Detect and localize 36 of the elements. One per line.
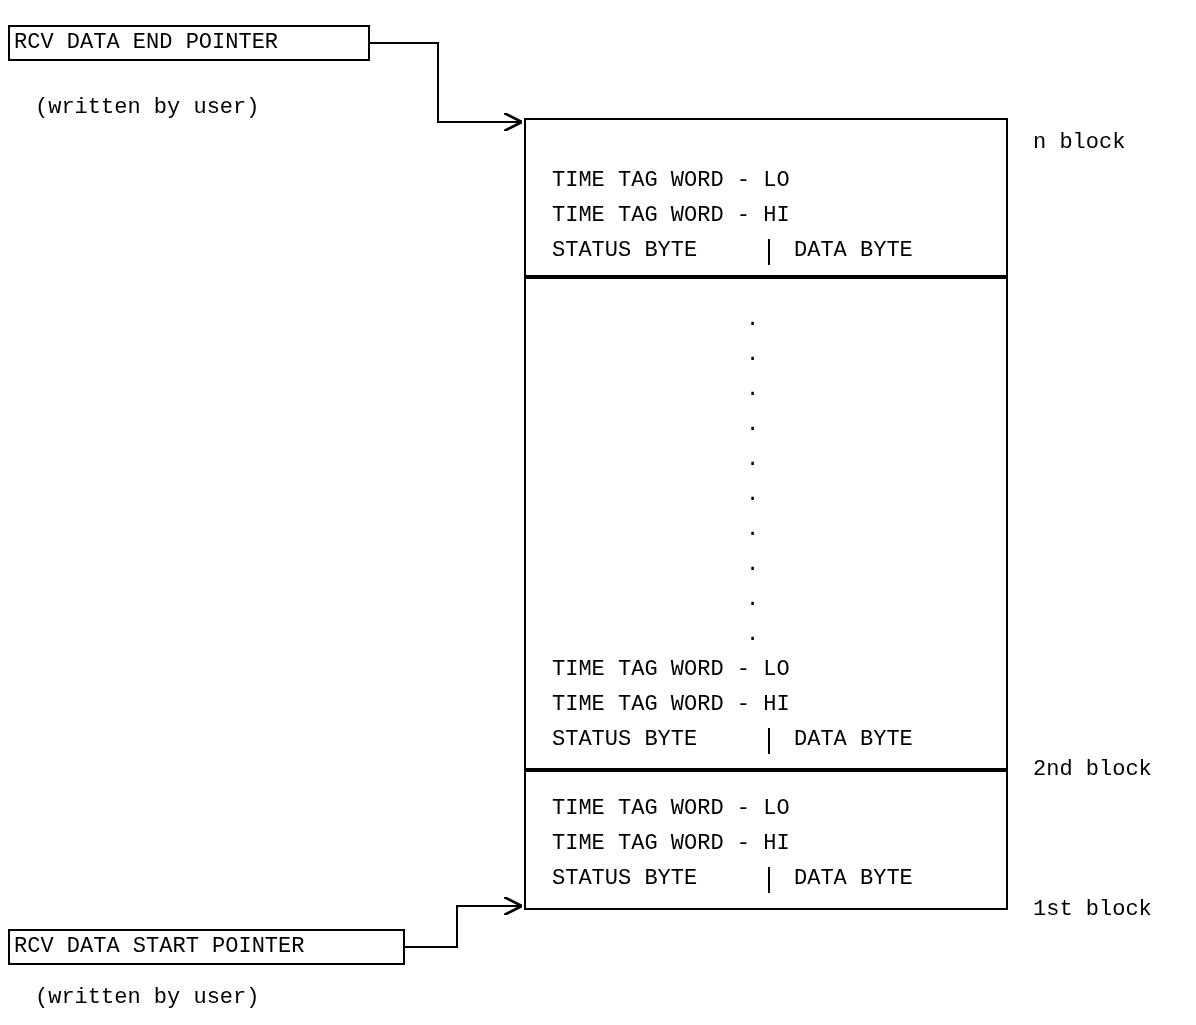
- ellipsis-dot: .: [746, 342, 760, 368]
- field-label: DATA BYTE: [794, 727, 913, 753]
- field-label: TIME TAG WORD - LO: [552, 657, 790, 683]
- field-label: TIME TAG WORD - LO: [552, 796, 790, 822]
- ellipsis-dot: .: [746, 377, 760, 403]
- block-label: 2nd block: [1033, 757, 1152, 783]
- pointer-label: RCV DATA START POINTER: [14, 934, 305, 960]
- arrow: [404, 895, 524, 948]
- field-label: STATUS BYTE: [552, 866, 698, 892]
- memory-block: [524, 118, 1008, 277]
- pointer-box: [8, 929, 405, 965]
- note-text: (written by user): [35, 95, 260, 121]
- field-label: DATA BYTE: [794, 866, 913, 892]
- ellipsis-dot: .: [746, 447, 760, 473]
- ellipsis-dot: .: [746, 517, 760, 543]
- memory-block: [524, 277, 1008, 770]
- field-label: TIME TAG WORD - LO: [552, 168, 790, 194]
- ellipsis-dot: .: [746, 482, 760, 508]
- block-label: n block: [1033, 130, 1126, 156]
- memory-block: [524, 770, 1008, 910]
- arrow: [369, 42, 524, 133]
- field-label: TIME TAG WORD - HI: [552, 203, 790, 229]
- field-label: TIME TAG WORD - HI: [552, 692, 790, 718]
- field-label: STATUS BYTE: [552, 727, 698, 753]
- ellipsis-dot: .: [746, 587, 760, 613]
- note-text: (written by user): [35, 985, 260, 1011]
- field-label: STATUS BYTE: [552, 238, 698, 264]
- ellipsis-dot: .: [746, 552, 760, 578]
- ellipsis-dot: .: [746, 307, 760, 333]
- block-label: 1st block: [1033, 897, 1152, 923]
- pointer-label: RCV DATA END POINTER: [14, 30, 279, 56]
- field-label: DATA BYTE: [794, 238, 913, 264]
- pointer-box: [8, 25, 370, 61]
- ellipsis-dot: .: [746, 622, 760, 648]
- field-label: TIME TAG WORD - HI: [552, 831, 790, 857]
- ellipsis-dot: .: [746, 412, 760, 438]
